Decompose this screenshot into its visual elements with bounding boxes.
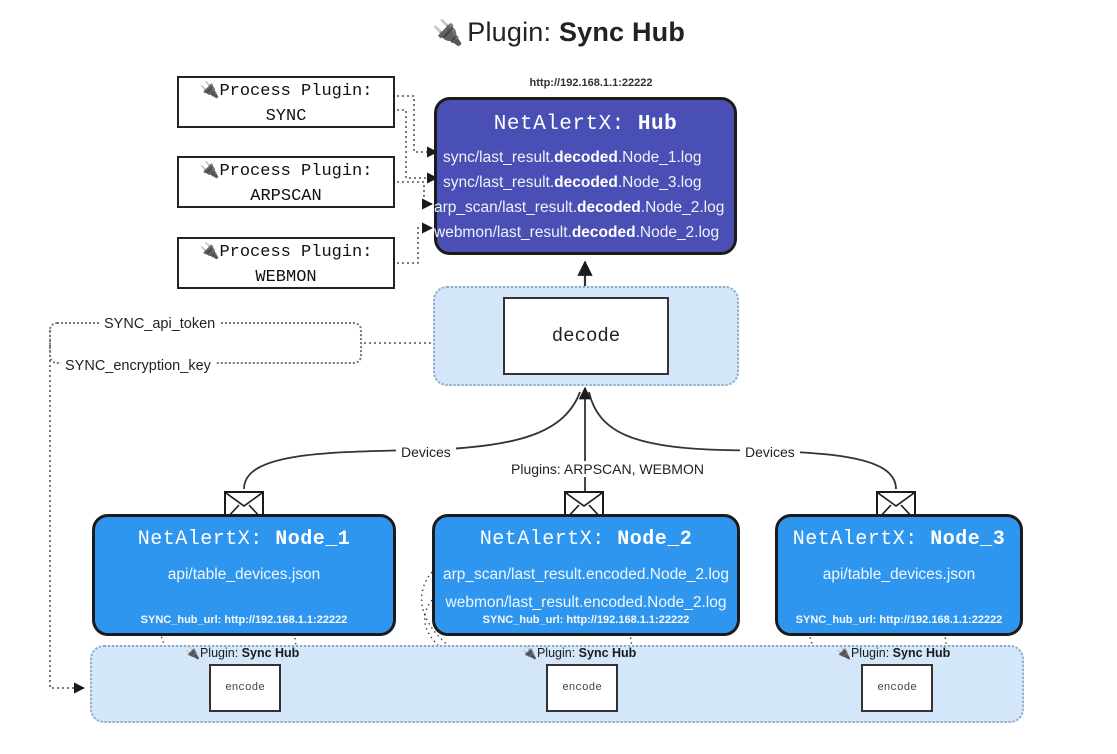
process-plugin-name: WEBMON — [255, 268, 317, 287]
edge-label-devices-right: Devices — [740, 444, 800, 460]
encode-plugin-label: 🔌Plugin: Sync Hub — [185, 646, 300, 660]
decode-box[interactable]: decode — [503, 297, 669, 375]
hub-title: NetAlertX: Hub — [437, 113, 734, 136]
process-plugin-name: ARPSCAN — [250, 187, 322, 206]
sync-encryption-key-label: SYNC_encryption_key — [61, 358, 215, 374]
process-plugin-label: Process Plugin: — [219, 162, 373, 181]
encode-plugin-label: 🔌Plugin: Sync Hub — [522, 646, 637, 660]
hub-log-line: arp_scan/last_result.decoded.Node_2.log — [434, 199, 725, 216]
node-box-node-3[interactable]: NetAlertX: Node_3 api/table_devices.json… — [775, 514, 1023, 636]
node-file-line: arp_scan/last_result.encoded.Node_2.log — [442, 566, 730, 583]
hub-log-line: sync/last_result.decoded.Node_3.log — [443, 174, 702, 191]
encode-box[interactable]: encode — [546, 664, 618, 712]
node-hub-url: SYNC_hub_url: http://192.168.1.1:22222 — [482, 614, 690, 626]
node-file-line: api/table_devices.json — [167, 566, 321, 583]
process-plugin-box-arpscan[interactable]: 🔌Process Plugin: ARPSCAN — [177, 156, 395, 208]
node-file-list: api/table_devices.json — [95, 561, 393, 589]
page-title-prefix: Plugin: — [467, 17, 552, 47]
page-title-name: Sync Hub — [558, 17, 686, 47]
hub-node-box[interactable]: NetAlertX: Hub sync/last_result.decoded.… — [434, 97, 737, 255]
encode-box[interactable]: encode — [861, 664, 933, 712]
node-title: NetAlertX: Node_2 — [479, 528, 693, 551]
hub-log-line: webmon/last_result.decoded.Node_2.log — [434, 224, 720, 241]
encode-plugin-label: 🔌Plugin: Sync Hub — [836, 646, 951, 660]
plug-icon: 🔌 — [836, 646, 851, 660]
page-title: 🔌Plugin: Sync Hub — [0, 17, 1117, 48]
node-title: NetAlertX: Node_3 — [792, 528, 1006, 551]
node-title: NetAlertX: Node_1 — [137, 528, 351, 551]
node-hub-url: SYNC_hub_url: http://192.168.1.1:22222 — [140, 614, 348, 626]
node-box-node-1[interactable]: NetAlertX: Node_1 api/table_devices.json… — [92, 514, 396, 636]
plug-icon: 🔌 — [185, 646, 200, 660]
process-plugin-name: SYNC — [265, 107, 307, 126]
hub-log-line: sync/last_result.decoded.Node_1.log — [443, 149, 702, 166]
edge-label-devices-left: Devices — [396, 444, 456, 460]
plug-icon: 🔌 — [199, 243, 220, 261]
edge-label-plugins: Plugins: ARPSCAN, WEBMON — [506, 461, 709, 477]
plug-icon: 🔌 — [522, 646, 537, 660]
hub-log-list: sync/last_result.decoded.Node_1.log sync… — [434, 145, 734, 245]
plug-icon: 🔌 — [199, 82, 220, 100]
hub-url-label: http://192.168.1.1:22222 — [529, 77, 653, 89]
node-file-line: api/table_devices.json — [822, 566, 976, 583]
hub-title-prefix: NetAlertX: — [493, 113, 625, 136]
process-plugin-box-sync[interactable]: 🔌Process Plugin: SYNC — [177, 76, 395, 128]
process-plugin-box-webmon[interactable]: 🔌Process Plugin: WEBMON — [177, 237, 395, 289]
node-file-list: arp_scan/last_result.encoded.Node_2.log … — [435, 561, 737, 617]
node-file-line: webmon/last_result.encoded.Node_2.log — [445, 594, 727, 611]
plug-icon: 🔌 — [431, 19, 464, 47]
plug-icon: 🔌 — [199, 162, 220, 180]
node-hub-url: SYNC_hub_url: http://192.168.1.1:22222 — [795, 614, 1003, 626]
encode-box[interactable]: encode — [209, 664, 281, 712]
node-file-list: api/table_devices.json — [778, 561, 1020, 589]
process-plugin-label: Process Plugin: — [219, 243, 373, 262]
node-box-node-2[interactable]: NetAlertX: Node_2 arp_scan/last_result.e… — [432, 514, 740, 636]
process-plugin-label: Process Plugin: — [219, 82, 373, 101]
hub-title-name: Hub — [637, 113, 678, 136]
sync-api-token-label: SYNC_api_token — [100, 316, 220, 332]
